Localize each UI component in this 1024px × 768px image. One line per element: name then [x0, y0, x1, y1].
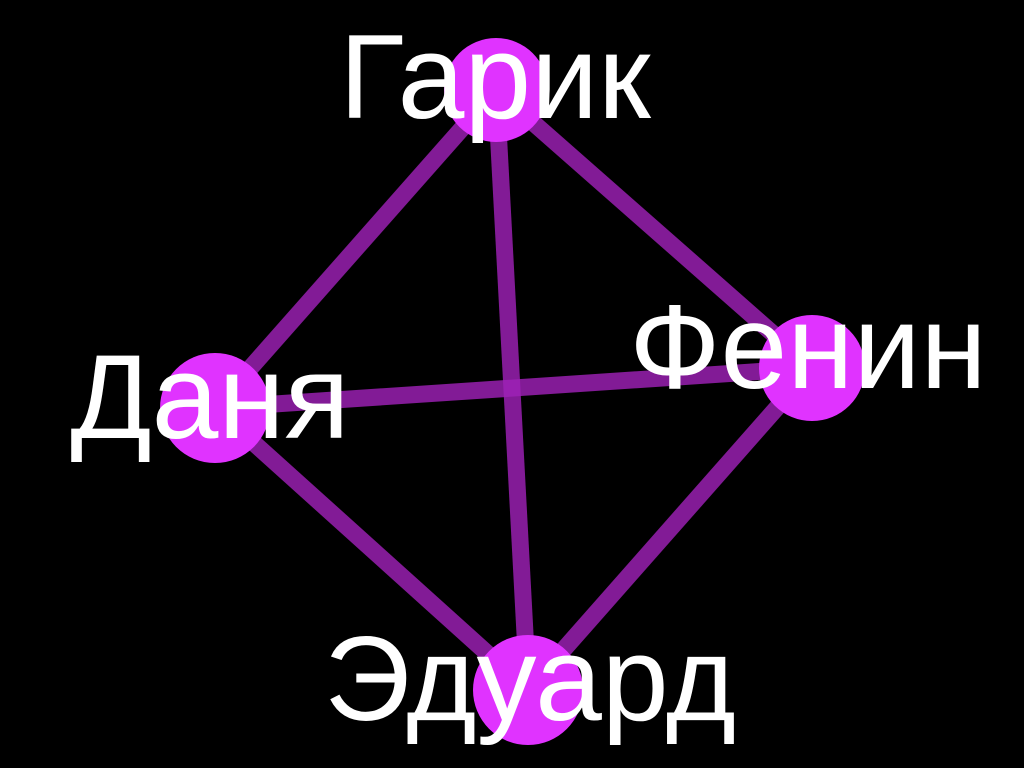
node-label-eduard: Эдуард: [324, 612, 736, 746]
edge-garik-fenin: [490, 83, 818, 375]
node-label-fenin: Фенин: [629, 280, 987, 414]
edges-layer: [208, 83, 819, 697]
edge-danya-eduard: [209, 401, 534, 697]
node-fenin: [759, 315, 865, 421]
node-danya: [160, 353, 270, 463]
node-eduard: [473, 635, 583, 745]
edge-danya-fenin: [214, 359, 813, 417]
node-garik: [444, 38, 548, 142]
node-label-danya: Даня: [70, 330, 349, 464]
node-label-garik: Гарик: [339, 10, 652, 144]
edge-fenin-eduard: [521, 362, 819, 696]
nodes-layer: [160, 38, 865, 745]
edge-garik-danya: [208, 84, 503, 414]
